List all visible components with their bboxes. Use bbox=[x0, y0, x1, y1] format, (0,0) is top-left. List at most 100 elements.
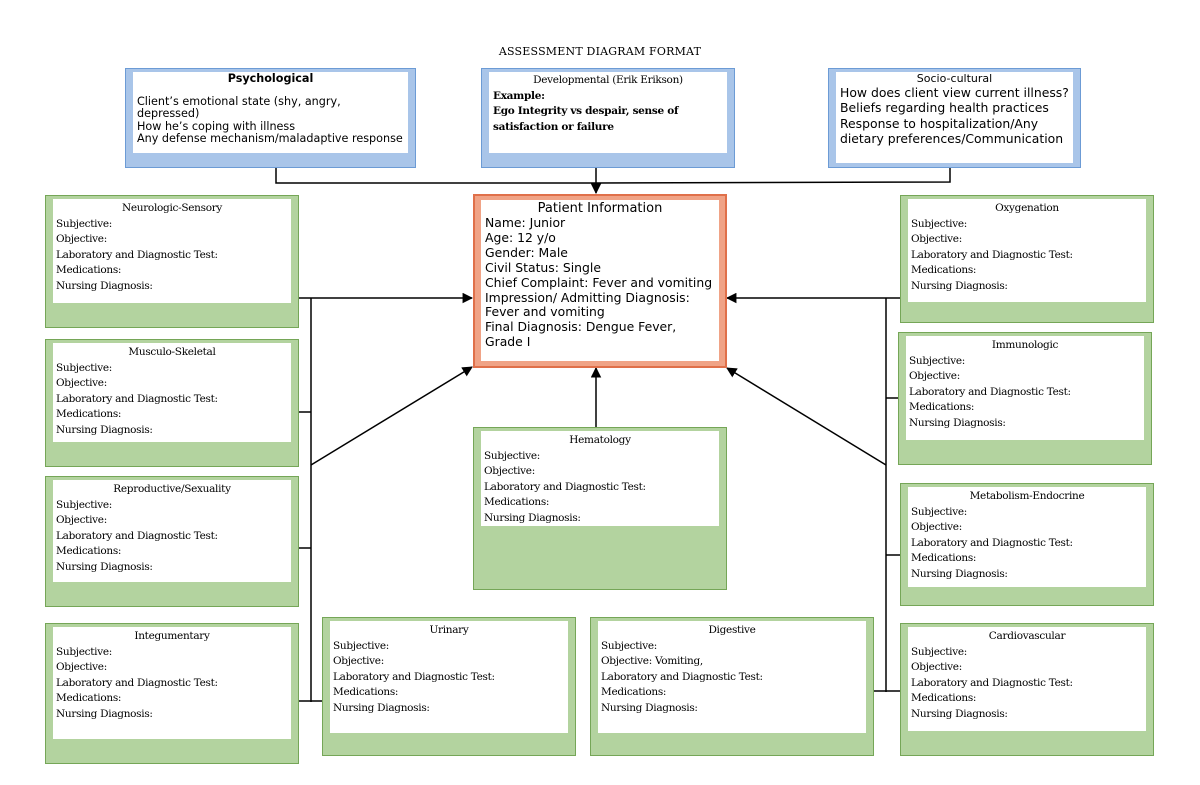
psychological-title: Psychological bbox=[227, 72, 314, 85]
integumentary-title: Integumentary bbox=[134, 630, 210, 642]
lab-test-label: Laboratory and Diagnostic Test: bbox=[911, 536, 1073, 549]
nursing-diagnosis-label: Nursing Diagnosis: bbox=[56, 279, 153, 292]
neurologic-sensory-box: Neurologic-Sensory Subjective: Objective… bbox=[45, 195, 299, 328]
nursing-diagnosis-label: Nursing Diagnosis: bbox=[333, 701, 430, 714]
nursing-diagnosis-label: Nursing Diagnosis: bbox=[911, 567, 1008, 580]
nursing-diagnosis-label: Nursing Diagnosis: bbox=[56, 423, 153, 436]
page-title: ASSESSMENT DIAGRAM FORMAT bbox=[498, 45, 702, 58]
psychological-line: Client’s emotional state (shy, angry, de… bbox=[137, 94, 341, 121]
medications-label: Medications: bbox=[56, 264, 122, 276]
sociocultural-title: Socio-cultural bbox=[916, 72, 993, 85]
cardiovascular-box: Cardiovascular Subjective: Objective: La… bbox=[900, 623, 1154, 756]
objective-label: Objective: bbox=[56, 377, 107, 389]
patient-field: Civil Status: Single bbox=[485, 259, 601, 275]
sociocultural-line: How does client view current illness? bbox=[840, 85, 1069, 100]
developmental-example-label: Example: bbox=[493, 89, 545, 102]
objective-label: Objective: bbox=[911, 521, 962, 533]
objective-label: Objective: bbox=[909, 370, 960, 382]
subjective-label: Subjective: bbox=[484, 449, 540, 462]
lab-test-label: Laboratory and Diagnostic Test: bbox=[909, 385, 1071, 398]
objective-label: Objective: bbox=[911, 661, 962, 673]
lab-test-label: Laboratory and Diagnostic Test: bbox=[911, 248, 1073, 261]
lab-test-label: Laboratory and Diagnostic Test: bbox=[601, 670, 763, 683]
lab-test-label: Laboratory and Diagnostic Test: bbox=[911, 676, 1073, 689]
subjective-label: Subjective: bbox=[56, 645, 112, 658]
hematology-title: Hematology bbox=[569, 434, 631, 446]
patient-information-title: Patient Information bbox=[537, 201, 663, 216]
objective-label: Objective: bbox=[56, 233, 107, 245]
subjective-label: Subjective: bbox=[911, 217, 967, 230]
objective-label: Objective: bbox=[911, 233, 962, 245]
developmental-title: Developmental (Erik Erikson) bbox=[533, 74, 683, 86]
medications-label: Medications: bbox=[484, 496, 550, 508]
nursing-diagnosis-label: Nursing Diagnosis: bbox=[56, 560, 153, 573]
sociocultural-line: Response to hospitalization/Any dietary … bbox=[840, 115, 1064, 147]
objective-label: Objective: bbox=[333, 655, 384, 667]
integumentary-box: Integumentary Subjective: Objective: Lab… bbox=[45, 623, 299, 764]
urinary-box: Urinary Subjective: Objective: Laborator… bbox=[322, 617, 576, 756]
urinary-title: Urinary bbox=[429, 624, 469, 636]
patient-field: Gender: Male bbox=[485, 244, 568, 260]
subjective-label: Subjective: bbox=[56, 217, 112, 230]
left-diagonal-arrow bbox=[310, 366, 473, 466]
medications-label: Medications: bbox=[909, 401, 975, 413]
patient-field: Chief Complaint: Fever and vomiting bbox=[485, 274, 713, 290]
subjective-label: Subjective: bbox=[601, 639, 657, 652]
reproductive-sexuality-title: Reproductive/Sexuality bbox=[113, 483, 231, 495]
medications-label: Medications: bbox=[911, 264, 977, 276]
subjective-label: Subjective: bbox=[333, 639, 389, 652]
metabolism-endocrine-title: Metabolism-Endocrine bbox=[969, 490, 1085, 502]
sociocultural-box: Socio-cultural How does client view curr… bbox=[828, 68, 1081, 168]
subjective-label: Subjective: bbox=[911, 645, 967, 658]
patient-information-box: Patient Information Name: Junior Age: 12… bbox=[473, 194, 727, 368]
psychological-line: Any defense mechanism/maladaptive respon… bbox=[137, 132, 403, 146]
patient-field: Impression/ Admitting Diagnosis: Fever a… bbox=[485, 289, 690, 320]
lab-test-label: Laboratory and Diagnostic Test: bbox=[56, 529, 218, 542]
nursing-diagnosis-label: Nursing Diagnosis: bbox=[911, 707, 1008, 720]
patient-field: Final Diagnosis: Dengue Fever, Grade I bbox=[485, 319, 677, 350]
subjective-label: Subjective: bbox=[56, 361, 112, 374]
objective-label: Objective: bbox=[484, 465, 535, 477]
oxygenation-title: Oxygenation bbox=[995, 202, 1059, 214]
nursing-diagnosis-label: Nursing Diagnosis: bbox=[911, 279, 1008, 292]
subjective-label: Subjective: bbox=[56, 498, 112, 511]
medications-label: Medications: bbox=[56, 692, 122, 704]
medications-label: Medications: bbox=[911, 692, 977, 704]
patient-field: Age: 12 y/o bbox=[485, 229, 556, 245]
nursing-diagnosis-label: Nursing Diagnosis: bbox=[56, 707, 153, 720]
medications-label: Medications: bbox=[333, 686, 399, 698]
nursing-diagnosis-label: Nursing Diagnosis: bbox=[601, 701, 698, 714]
musculo-skeletal-title: Musculo-Skeletal bbox=[128, 346, 216, 358]
lab-test-label: Laboratory and Diagnostic Test: bbox=[56, 248, 218, 261]
oxygenation-box: Oxygenation Subjective: Objective: Labor… bbox=[900, 195, 1154, 323]
developmental-box: Developmental (Erik Erikson) Example: Eg… bbox=[481, 68, 735, 168]
psychological-line: How he’s coping with illness bbox=[137, 119, 296, 133]
digestive-title: Digestive bbox=[708, 624, 756, 636]
sociocultural-line: Beliefs regarding health practices bbox=[840, 100, 1049, 116]
subjective-label: Subjective: bbox=[911, 505, 967, 518]
psychological-box: Psychological Client’s emotional state (… bbox=[125, 68, 416, 168]
reproductive-sexuality-box: Reproductive/Sexuality Subjective: Objec… bbox=[45, 476, 299, 607]
neurologic-sensory-title: Neurologic-Sensory bbox=[121, 202, 223, 214]
medications-label: Medications: bbox=[56, 545, 122, 557]
immunologic-title: Immunologic bbox=[991, 339, 1059, 351]
objective-label: Objective: bbox=[56, 661, 107, 673]
medications-label: Medications: bbox=[911, 552, 977, 564]
lab-test-label: Laboratory and Diagnostic Test: bbox=[56, 676, 218, 689]
medications-label: Medications: bbox=[601, 686, 667, 698]
metabolism-endocrine-box: Metabolism-Endocrine Subjective: Objecti… bbox=[900, 483, 1154, 606]
nursing-diagnosis-label: Nursing Diagnosis: bbox=[909, 416, 1006, 429]
psychological-connector bbox=[275, 168, 596, 184]
right-diagonal-arrow bbox=[726, 367, 887, 466]
lab-test-label: Laboratory and Diagnostic Test: bbox=[56, 392, 218, 405]
cardiovascular-title: Cardiovascular bbox=[988, 630, 1066, 642]
subjective-label: Subjective: bbox=[909, 354, 965, 367]
patient-field: Name: Junior bbox=[485, 215, 566, 230]
immunologic-box: Immunologic Subjective: Objective: Labor… bbox=[898, 332, 1152, 465]
objective-label: Objective: Vomiting, bbox=[601, 655, 703, 667]
hematology-box: Hematology Subjective: Objective: Labora… bbox=[473, 427, 727, 590]
sociocultural-connector bbox=[595, 168, 951, 184]
developmental-example-text: Ego Integrity vs despair, sense of satis… bbox=[493, 105, 679, 133]
lab-test-label: Laboratory and Diagnostic Test: bbox=[333, 670, 495, 683]
